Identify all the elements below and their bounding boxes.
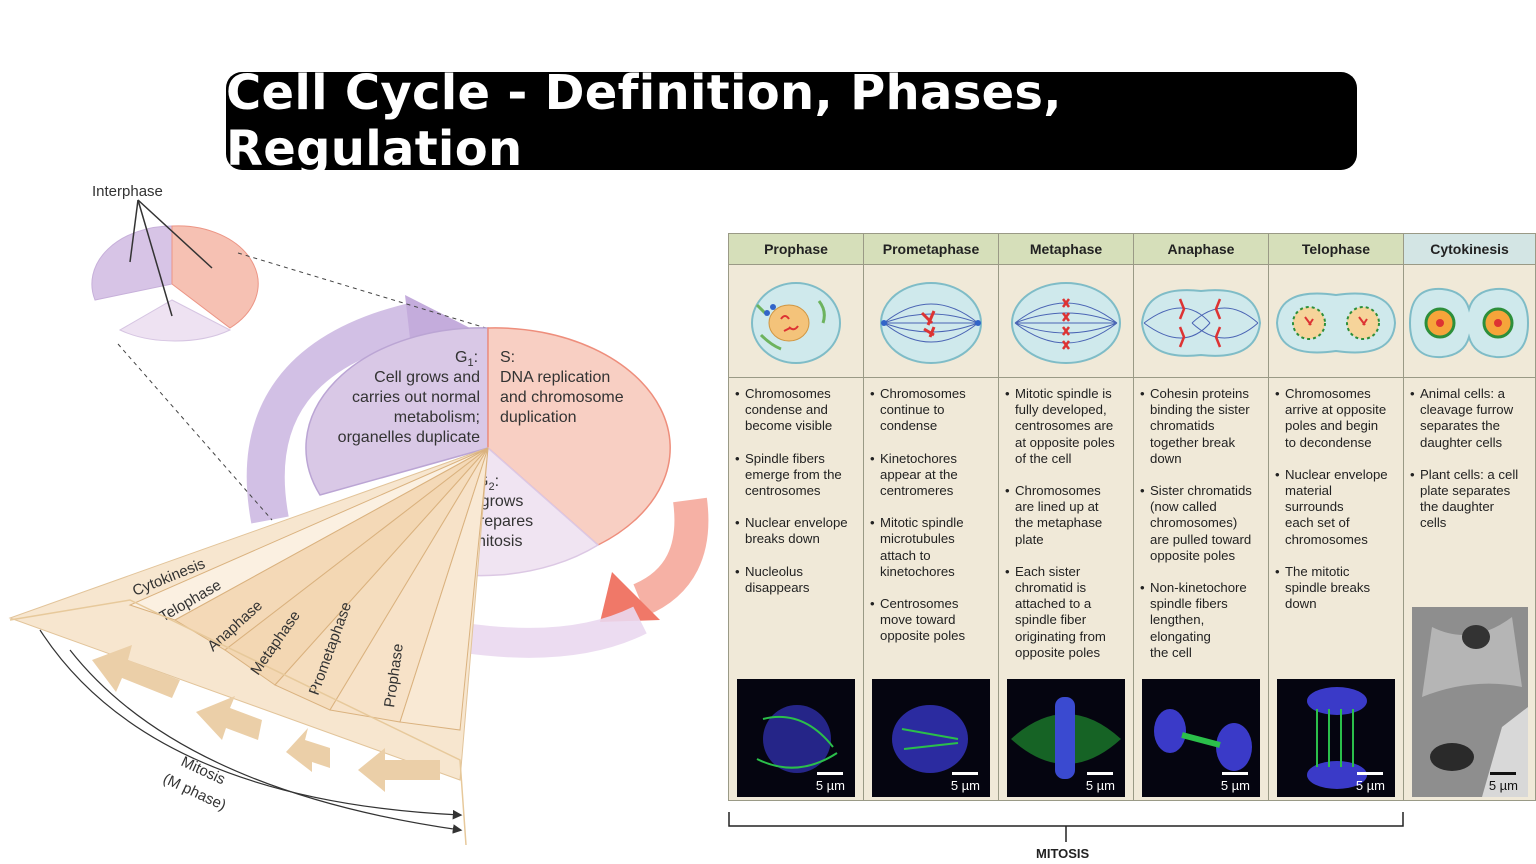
- direction-arrows: [92, 645, 440, 792]
- column-header: Prophase: [729, 234, 863, 265]
- g1-line: carries out normal: [352, 389, 480, 406]
- interphase-g2-slice: [118, 299, 232, 342]
- micrograph: 5 µm: [1007, 679, 1125, 797]
- micrograph: 5 µm: [1412, 607, 1528, 797]
- column-header: Telophase: [1269, 234, 1403, 265]
- scale-bar: 5 µm: [1356, 772, 1385, 793]
- bullet-item: •Mitotic spindle is fully developed, cen…: [1005, 386, 1115, 466]
- cell-icon: [880, 282, 982, 364]
- bullet-list: •Mitotic spindle is fully developed, cen…: [999, 378, 1133, 661]
- title-banner: Cell Cycle - Definition, Phases, Regulat…: [226, 65, 1357, 177]
- prophase-illustration: [729, 265, 863, 378]
- s-slice: [487, 327, 671, 546]
- bullet-item: •Plant cells: a cell plate separates the…: [1410, 466, 1519, 531]
- dashed-guide-top: [237, 252, 487, 329]
- cell-icon: [1408, 287, 1530, 359]
- s-line: DNA replication: [500, 369, 610, 386]
- column-telophase: Telophase •Chromosomes arrive at opposit…: [1268, 233, 1404, 801]
- g1-line: metabolism;: [394, 409, 480, 426]
- column-header: Metaphase: [999, 234, 1133, 265]
- bullet-item: •Centrosomes move toward opposite poles: [870, 596, 966, 644]
- bullet-item: •Nuclear envelope material surrounds eac…: [1275, 466, 1388, 547]
- bullet-item: •The mitotic spindle breaks down: [1275, 563, 1371, 612]
- anaphase-illustration: [1134, 265, 1268, 378]
- red-cycle-arrow: [632, 497, 709, 616]
- bullet-item: •Cohesin proteins binding the sister chr…: [1140, 386, 1250, 466]
- bullet-item: •Nucleolus disappears: [735, 563, 810, 595]
- g1-heading: G1:: [455, 349, 478, 369]
- column-header: Prometaphase: [864, 234, 998, 265]
- g1-line: organelles duplicate: [338, 429, 480, 446]
- red-cycle-arrowhead: [600, 572, 660, 622]
- scale-bar: 5 µm: [1221, 772, 1250, 793]
- g1-line: Cell grows and: [374, 369, 480, 386]
- cell-cycle-diagram: Interphase G1: Cell grows and carries ou…: [8, 183, 709, 846]
- g1-text: G1: Cell grows and carries out normal me…: [338, 349, 480, 446]
- micrograph: 5 µm: [737, 679, 855, 797]
- phase-fan: [8, 447, 489, 781]
- mitosis-arc-inner: [69, 649, 463, 834]
- micrograph: 5 µm: [1142, 679, 1260, 797]
- scale-bar: 5 µm: [951, 772, 980, 793]
- interphase-g1-slice: [91, 225, 173, 301]
- bullet-list: •Animal cells: a cleavage furrow separat…: [1404, 378, 1535, 532]
- g1-slice: [305, 327, 489, 496]
- bullet-item: •Chromosomes continue to condense: [870, 386, 966, 434]
- cell-icon: [751, 282, 841, 364]
- interphase-pointer-3: [137, 199, 173, 317]
- cytokinesis-illustration: [1404, 265, 1535, 378]
- s-text: S: DNA replication and chromosome duplic…: [500, 349, 624, 426]
- interphase-pointer-2: [129, 199, 139, 263]
- bullet-list: •Cohesin proteins binding the sister chr…: [1134, 378, 1268, 661]
- column-metaphase: Metaphase •Mitotic spindle is fully deve…: [998, 233, 1134, 801]
- bullet-item: •Mitotic spindle microtubules attach to …: [870, 515, 964, 579]
- purple-cycle-arrow: [246, 301, 425, 524]
- column-cytokinesis: Cytokinesis •Animal cells: a cleavage fu…: [1403, 233, 1536, 801]
- column-header: Anaphase: [1134, 234, 1268, 265]
- bullet-item: •Chromosomes condense and become visible: [735, 386, 833, 434]
- micrograph: 5 µm: [1277, 679, 1395, 797]
- bullet-item: •Animal cells: a cleavage furrow separat…: [1410, 386, 1514, 450]
- interphase-label: Interphase: [92, 183, 163, 200]
- column-header: Cytokinesis: [1404, 234, 1535, 265]
- interphase-pointer-1: [137, 199, 213, 269]
- cell-icon: [1011, 282, 1121, 364]
- bullet-item: •Spindle fibers emerge from the centroso…: [735, 450, 842, 499]
- fan-outline: [9, 599, 467, 846]
- mitosis-phase-table: Prophase •Chromosomes condense and becom…: [728, 233, 1536, 801]
- scale-bar: 5 µm: [1086, 772, 1115, 793]
- cell-icon: [1275, 292, 1397, 354]
- column-anaphase: Anaphase •Cohesin proteins binding the s…: [1133, 233, 1269, 801]
- mitosis-bracket-label: MITOSIS: [1036, 846, 1090, 861]
- bullet-item: •Nuclear envelope breaks down: [735, 515, 848, 547]
- bullet-list: •Chromosomes arrive at opposite poles an…: [1269, 378, 1403, 612]
- telophase-illustration: [1269, 265, 1403, 378]
- dashed-guide-bottom: [117, 343, 273, 521]
- scale-bar: 5 µm: [816, 772, 845, 793]
- micrograph: 5 µm: [872, 679, 990, 797]
- bullet-list: •Chromosomes condense and become visible…: [729, 378, 863, 596]
- bullet-list: •Chromosomes continue to condense •Kinet…: [864, 378, 998, 645]
- cell-icon: [1140, 289, 1262, 357]
- mitosis-bracket: [728, 812, 1404, 842]
- s-line: and chromosome: [500, 389, 624, 406]
- column-prometaphase: Prometaphase •Chromosomes continue to co…: [863, 233, 999, 801]
- prometaphase-illustration: [864, 265, 998, 378]
- s-line: duplication: [500, 409, 577, 426]
- bullet-item: •Non-kinetochore spindle fibers lengthen…: [1140, 580, 1247, 660]
- bullet-item: •Chromosomes arrive at opposite poles an…: [1275, 386, 1387, 450]
- metaphase-illustration: [999, 265, 1133, 378]
- bullet-item: •Sister chromatids (now called chromosom…: [1140, 483, 1252, 563]
- page-title: Cell Cycle - Definition, Phases, Regulat…: [226, 65, 1062, 177]
- mitosis-arc-outer: [39, 629, 463, 820]
- scale-bar: 5 µm: [1489, 772, 1518, 793]
- bullet-item: •Chromosomes are lined up at the metapha…: [1005, 483, 1103, 547]
- column-prophase: Prophase •Chromosomes condense and becom…: [728, 233, 864, 801]
- bullet-item: •Kinetochores appear at the centromeres: [870, 450, 958, 499]
- s-heading: S:: [500, 349, 515, 366]
- bullet-item: •Each sister chromatid is attached to a …: [1005, 563, 1106, 660]
